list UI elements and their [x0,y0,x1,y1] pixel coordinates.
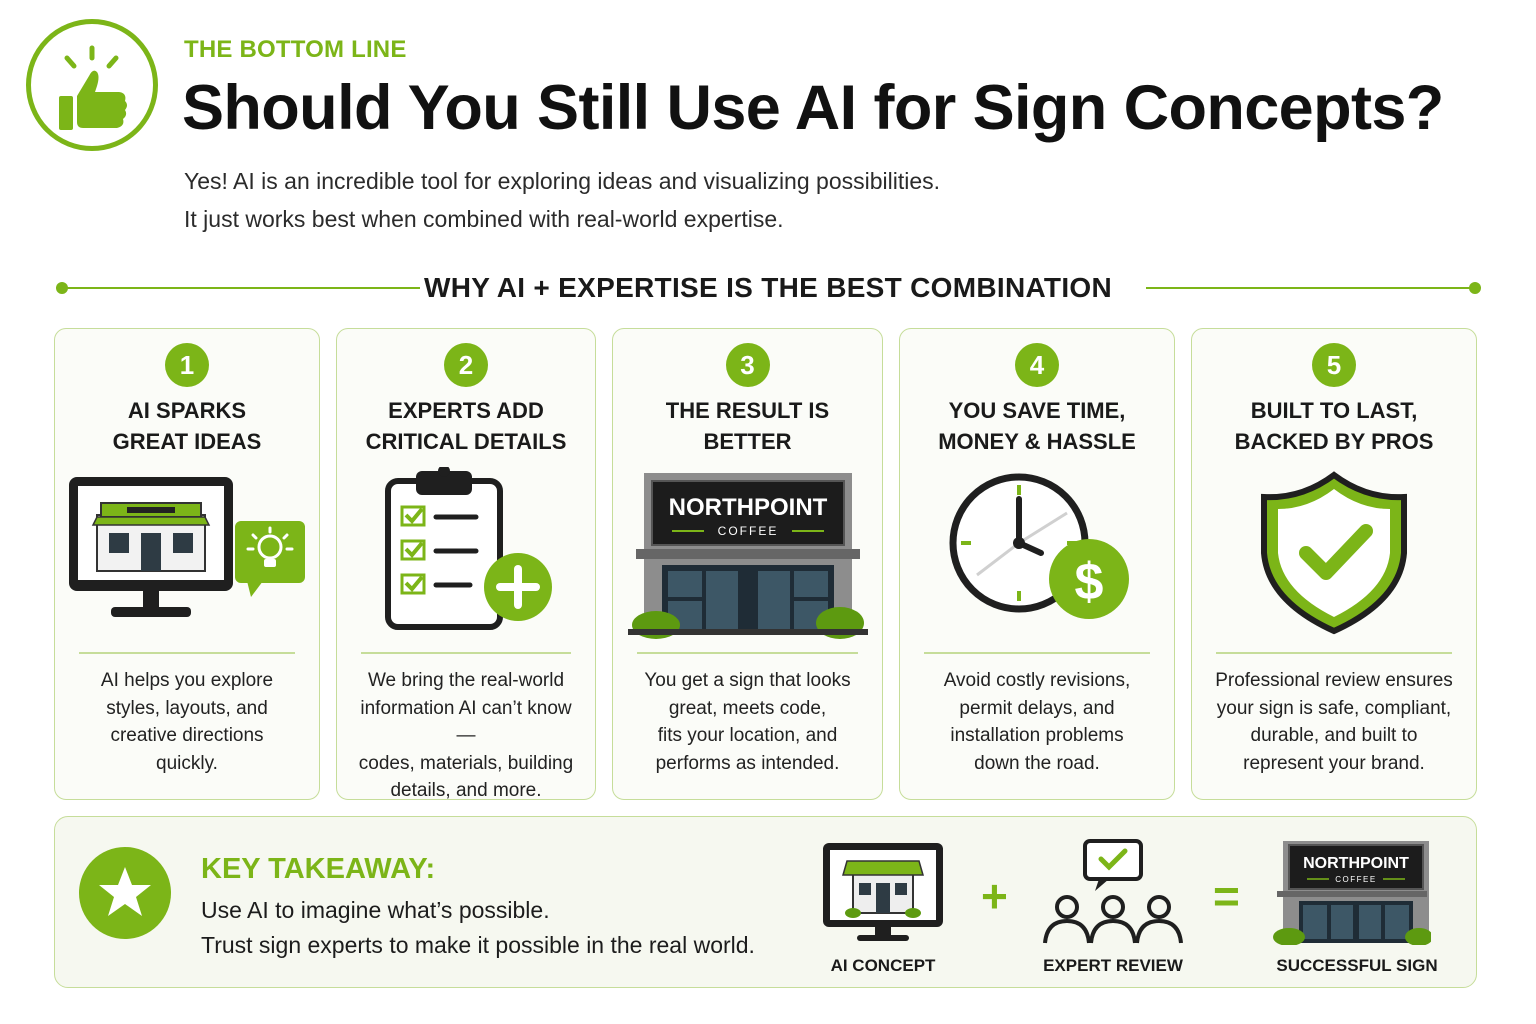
sign-subtitle: COFFEE [1335,875,1376,884]
dollar-sign: $ [1075,553,1104,611]
card-result-better: 3 THE RESULT IS BETTER NORTHPOINT COFFEE… [612,328,883,800]
expert-review-graphic [1041,839,1185,952]
key-takeaway-panel: KEY TAKEAWAY: Use AI to imagine what’s p… [54,816,1477,988]
card-description: AI helps you explore styles, layouts, an… [100,670,274,774]
successful-sign-label: SUCCESSFUL SIGN [1276,956,1438,975]
sign-name: NORTHPOINT [668,494,827,521]
monitor-lightbulb-icon [69,477,305,617]
takeaway-title: KEY TAKEAWAY: [201,853,436,885]
card-divider [1216,652,1452,654]
step-number-badge: 3 [725,343,770,387]
clock-dollar-icon: $ [949,473,1129,619]
step-number-badge: 4 [1015,343,1059,387]
step-number-badge: 2 [444,343,488,387]
page-title: Should You Still Use AI for Sign Concept… [182,73,1444,143]
equals-operator: = [1213,870,1240,922]
card-description: Professional review ensures your sign is… [1215,670,1453,774]
shield-check-icon [1261,471,1407,635]
plus-operator: + [981,870,1008,922]
storefront-icon: NORTHPOINT COFFEE [627,473,868,639]
card-title: YOU SAVE TIME, MONEY & HASSLE [938,398,1136,454]
card-title: BUILT TO LAST, BACKED BY PROS [1234,398,1434,454]
card-title: THE RESULT IS BETTER [665,398,830,454]
thumbs-up-icon [59,45,127,130]
expert-review-label: EXPERT REVIEW [1043,956,1183,975]
card-ai-sparks-ideas: 1 AI SPARKS GREAT IDEAS AI helps you [54,328,320,800]
takeaway-line-1: Use AI to imagine what’s possible. [201,897,550,923]
sign-subtitle: COFFEE [717,524,778,538]
card-title: AI SPARKS GREAT IDEAS [112,398,262,454]
card-description: Avoid costly revisions, permit delays, a… [943,670,1131,774]
monitor-storefront-icon [823,843,943,941]
subtitle-line-2: It just works best when combined with re… [184,206,784,232]
card-divider [924,652,1150,654]
ai-concept-graphic [821,841,945,950]
step-number-badge: 5 [1312,343,1356,387]
card-divider [637,652,858,654]
card-description: We bring the real-world information AI c… [358,670,574,801]
card-save-time-money: 4 YOU SAVE TIME, MONEY & HASSLE $ Avoid … [899,328,1175,800]
clipboard-checklist-icon [385,467,552,630]
divider-line-left [62,287,420,289]
card-built-to-last: 5 BUILT TO LAST, BACKED BY PROS Professi… [1191,328,1477,800]
successful-sign-graphic: NORTHPOINT COFFEE [1271,837,1433,950]
takeaway-line-2: Trust sign experts to make it possible i… [201,932,755,958]
step-number-badge: 1 [165,343,209,387]
divider-line-right [1146,287,1474,289]
card-divider [79,652,295,654]
star-icon [99,867,151,916]
ai-concept-label: AI CONCEPT [830,956,936,975]
section-heading: WHY AI + EXPERTISE IS THE BEST COMBINATI… [423,272,1113,303]
star-badge [79,847,171,939]
subtitle-line-1: Yes! AI is an incredible tool for explor… [184,168,941,194]
subtitle: Yes! AI is an incredible tool for explor… [184,162,940,238]
card-experts-add-details: 2 EXPERTS ADD CRITICAL DETAILS We bring … [336,328,596,801]
people-check-icon [1043,839,1183,944]
sign-name: NORTHPOINT [1303,855,1409,872]
card-divider [361,652,571,654]
storefront-icon: NORTHPOINT COFFEE [1273,841,1433,946]
card-description: You get a sign that looks great, meets c… [644,670,851,774]
divider-dot-right [1469,282,1481,294]
card-title: EXPERTS ADD CRITICAL DETAILS [365,398,567,454]
thumbs-up-badge [26,19,158,151]
eyebrow-label: THE BOTTOM LINE [184,36,407,63]
